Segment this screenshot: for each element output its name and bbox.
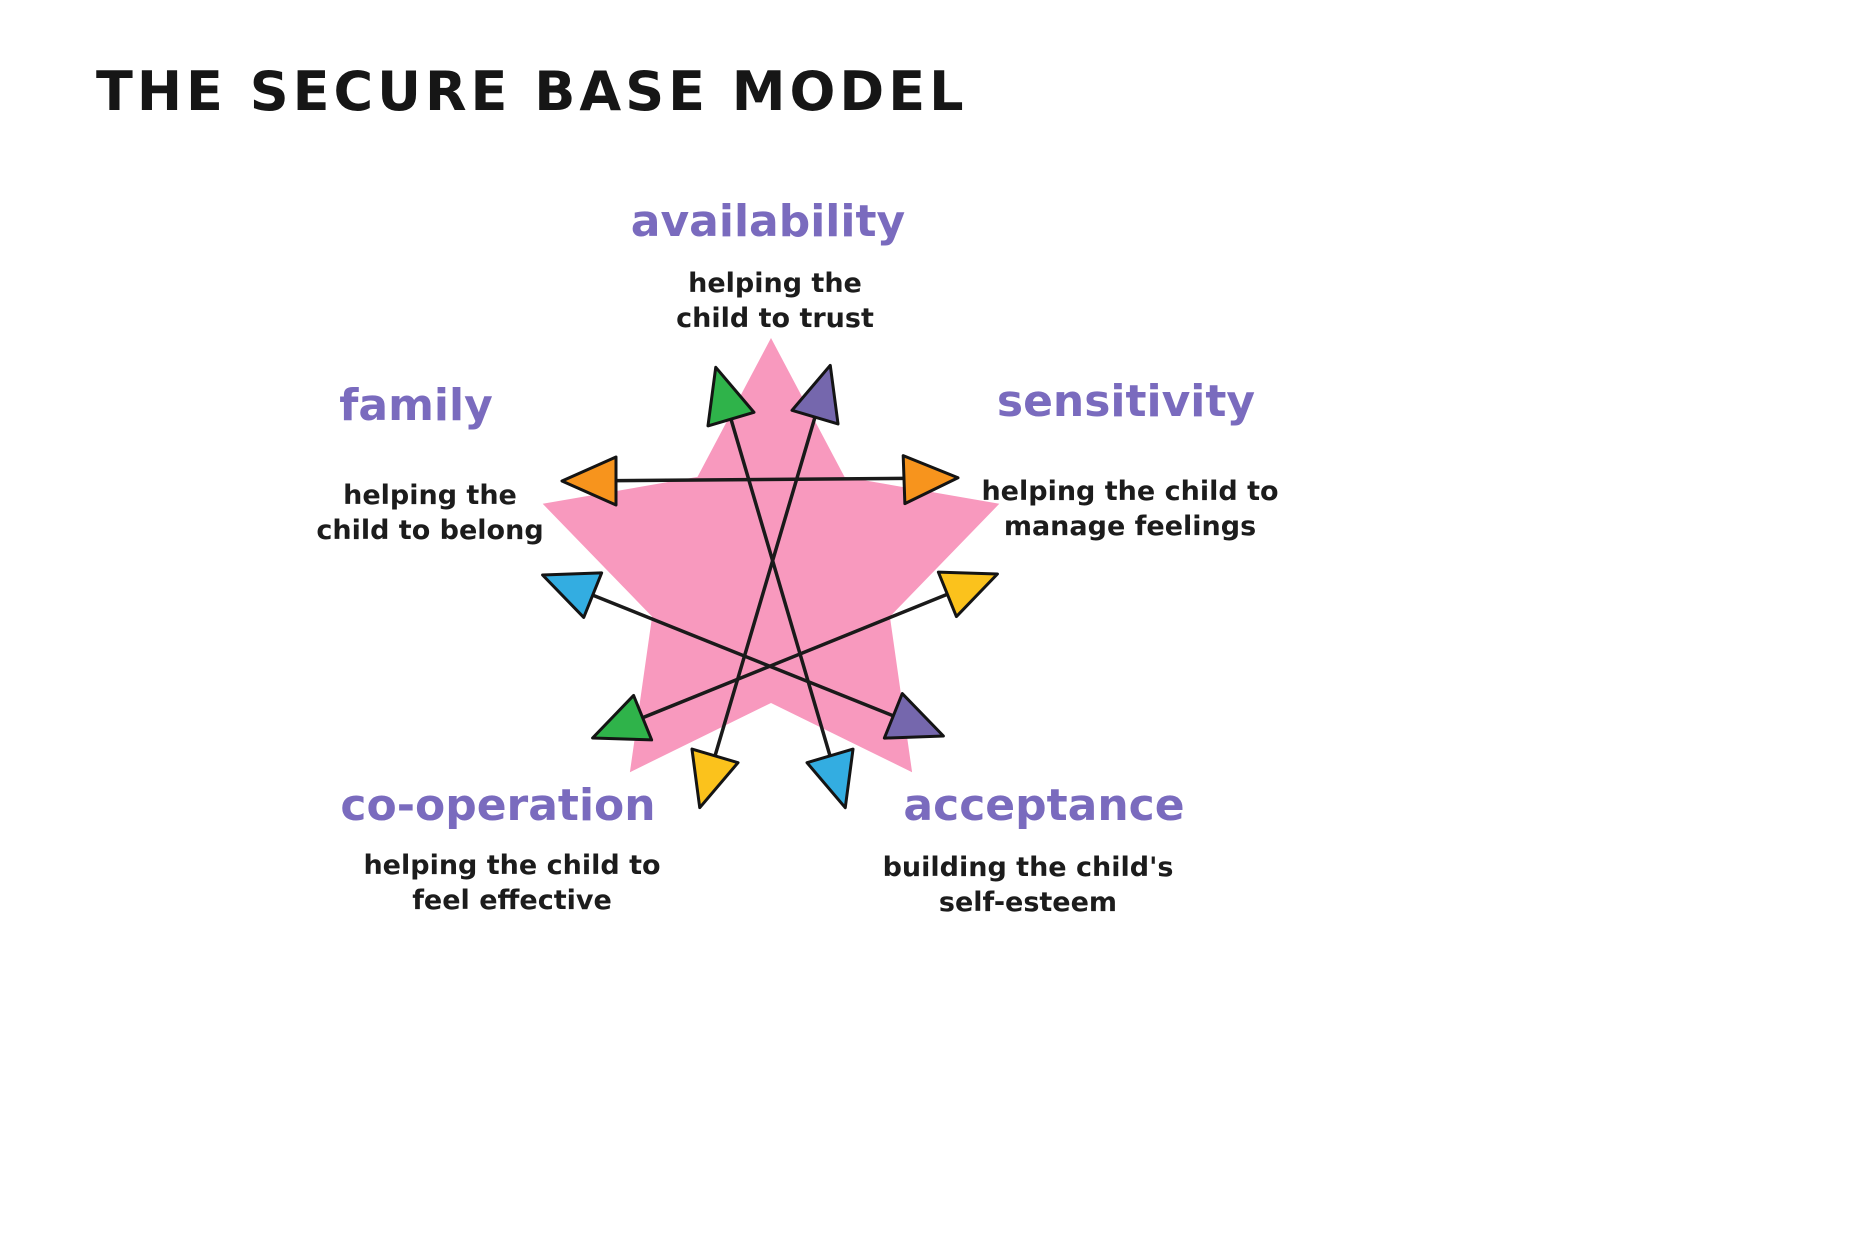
arrowhead-yellow-right xyxy=(936,570,999,619)
arrow-line-topright-bottomleft xyxy=(700,372,830,801)
arrowhead-purple-top xyxy=(790,363,840,426)
page-title: THE SECURE BASE MODEL xyxy=(96,60,968,123)
arrowhead-purple-bottomright xyxy=(882,692,945,740)
arrowhead-blue-bottomcenter xyxy=(805,747,855,810)
label-acceptance: acceptance xyxy=(903,780,1185,831)
arrowhead-green-top xyxy=(706,365,756,428)
arrow-line-topleft-bottomright xyxy=(716,374,845,801)
label-cooperation: co-operation xyxy=(340,780,656,831)
arrowhead-orange-right xyxy=(901,454,960,506)
label-family: family xyxy=(339,380,493,431)
arrowhead-orange-left xyxy=(560,455,618,507)
desc-availability: helping the child to trust xyxy=(676,268,874,335)
desc-sensitivity: helping the child to manage feelings xyxy=(981,476,1279,543)
arrowhead-green-bottomleft xyxy=(591,693,654,742)
desc-acceptance: building the child's self-esteem xyxy=(882,852,1174,919)
label-availability: availability xyxy=(630,196,906,247)
arrowhead-yellow-bottomcenter xyxy=(690,747,740,810)
arrow-line-right-lowerleft xyxy=(599,575,991,737)
arrow-line-left-lowerright xyxy=(549,576,937,735)
arrow-line-horizontal xyxy=(569,476,951,483)
desc-family: helping the child to belong xyxy=(316,480,544,547)
label-sensitivity: sensitivity xyxy=(996,376,1256,427)
arrowhead-blue-left xyxy=(541,571,604,619)
desc-cooperation: helping the child to feel effective xyxy=(363,850,661,917)
